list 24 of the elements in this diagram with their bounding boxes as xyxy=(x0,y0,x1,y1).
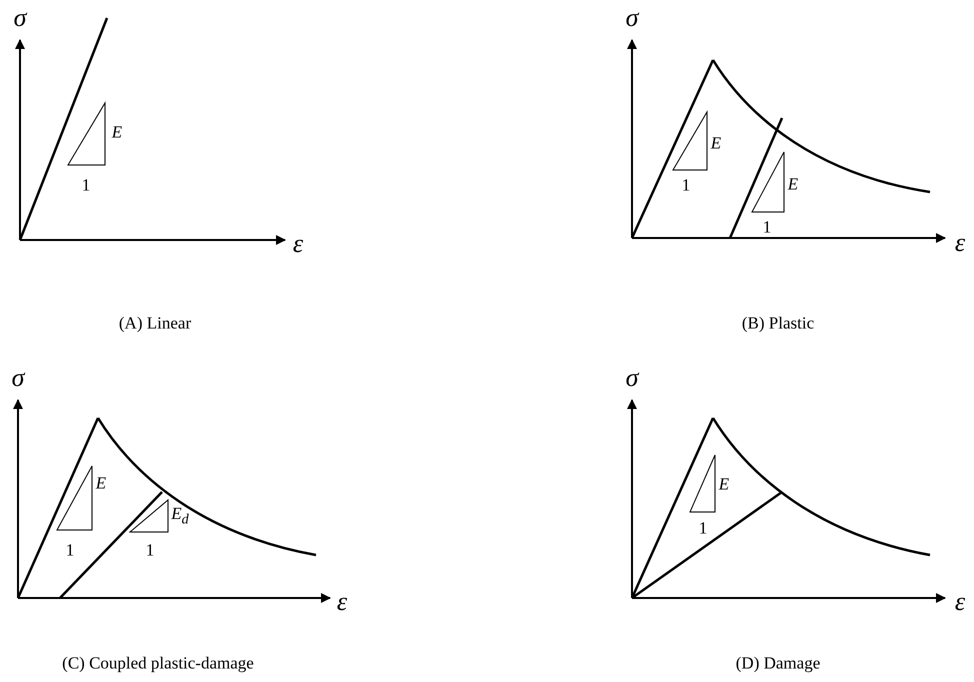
slope-label: E xyxy=(788,176,798,192)
slope-label: 1 xyxy=(82,176,90,194)
slope-label: E xyxy=(96,474,106,492)
strain-symbol: ε xyxy=(954,230,966,256)
slope-label: E$_{d}$ xyxy=(171,505,189,527)
caption: (B) Plastic xyxy=(742,314,814,332)
slope-label: E xyxy=(112,124,122,140)
slope-label: 1 xyxy=(146,542,154,558)
caption: (A) Linear xyxy=(118,314,192,332)
slope-label: 1 xyxy=(762,218,772,236)
strain-symbol: ε xyxy=(954,589,966,615)
strain-symbol: ε xyxy=(292,231,304,257)
stress-symbol: σ xyxy=(626,365,638,391)
slope-label: 1 xyxy=(698,520,708,536)
caption: (D) Damage xyxy=(736,654,820,672)
caption: (C) Coupled plastic-damage xyxy=(62,654,254,672)
stress-symbol: σ xyxy=(12,365,24,391)
slope-label: E xyxy=(710,134,722,152)
slope-label: E xyxy=(718,476,730,492)
strain-symbol: ε xyxy=(336,589,348,615)
stress-symbol: σ xyxy=(14,5,26,31)
stress-symbol: σ xyxy=(626,5,638,31)
slope-label: 1 xyxy=(66,542,74,558)
slope-label: 1 xyxy=(682,176,690,194)
